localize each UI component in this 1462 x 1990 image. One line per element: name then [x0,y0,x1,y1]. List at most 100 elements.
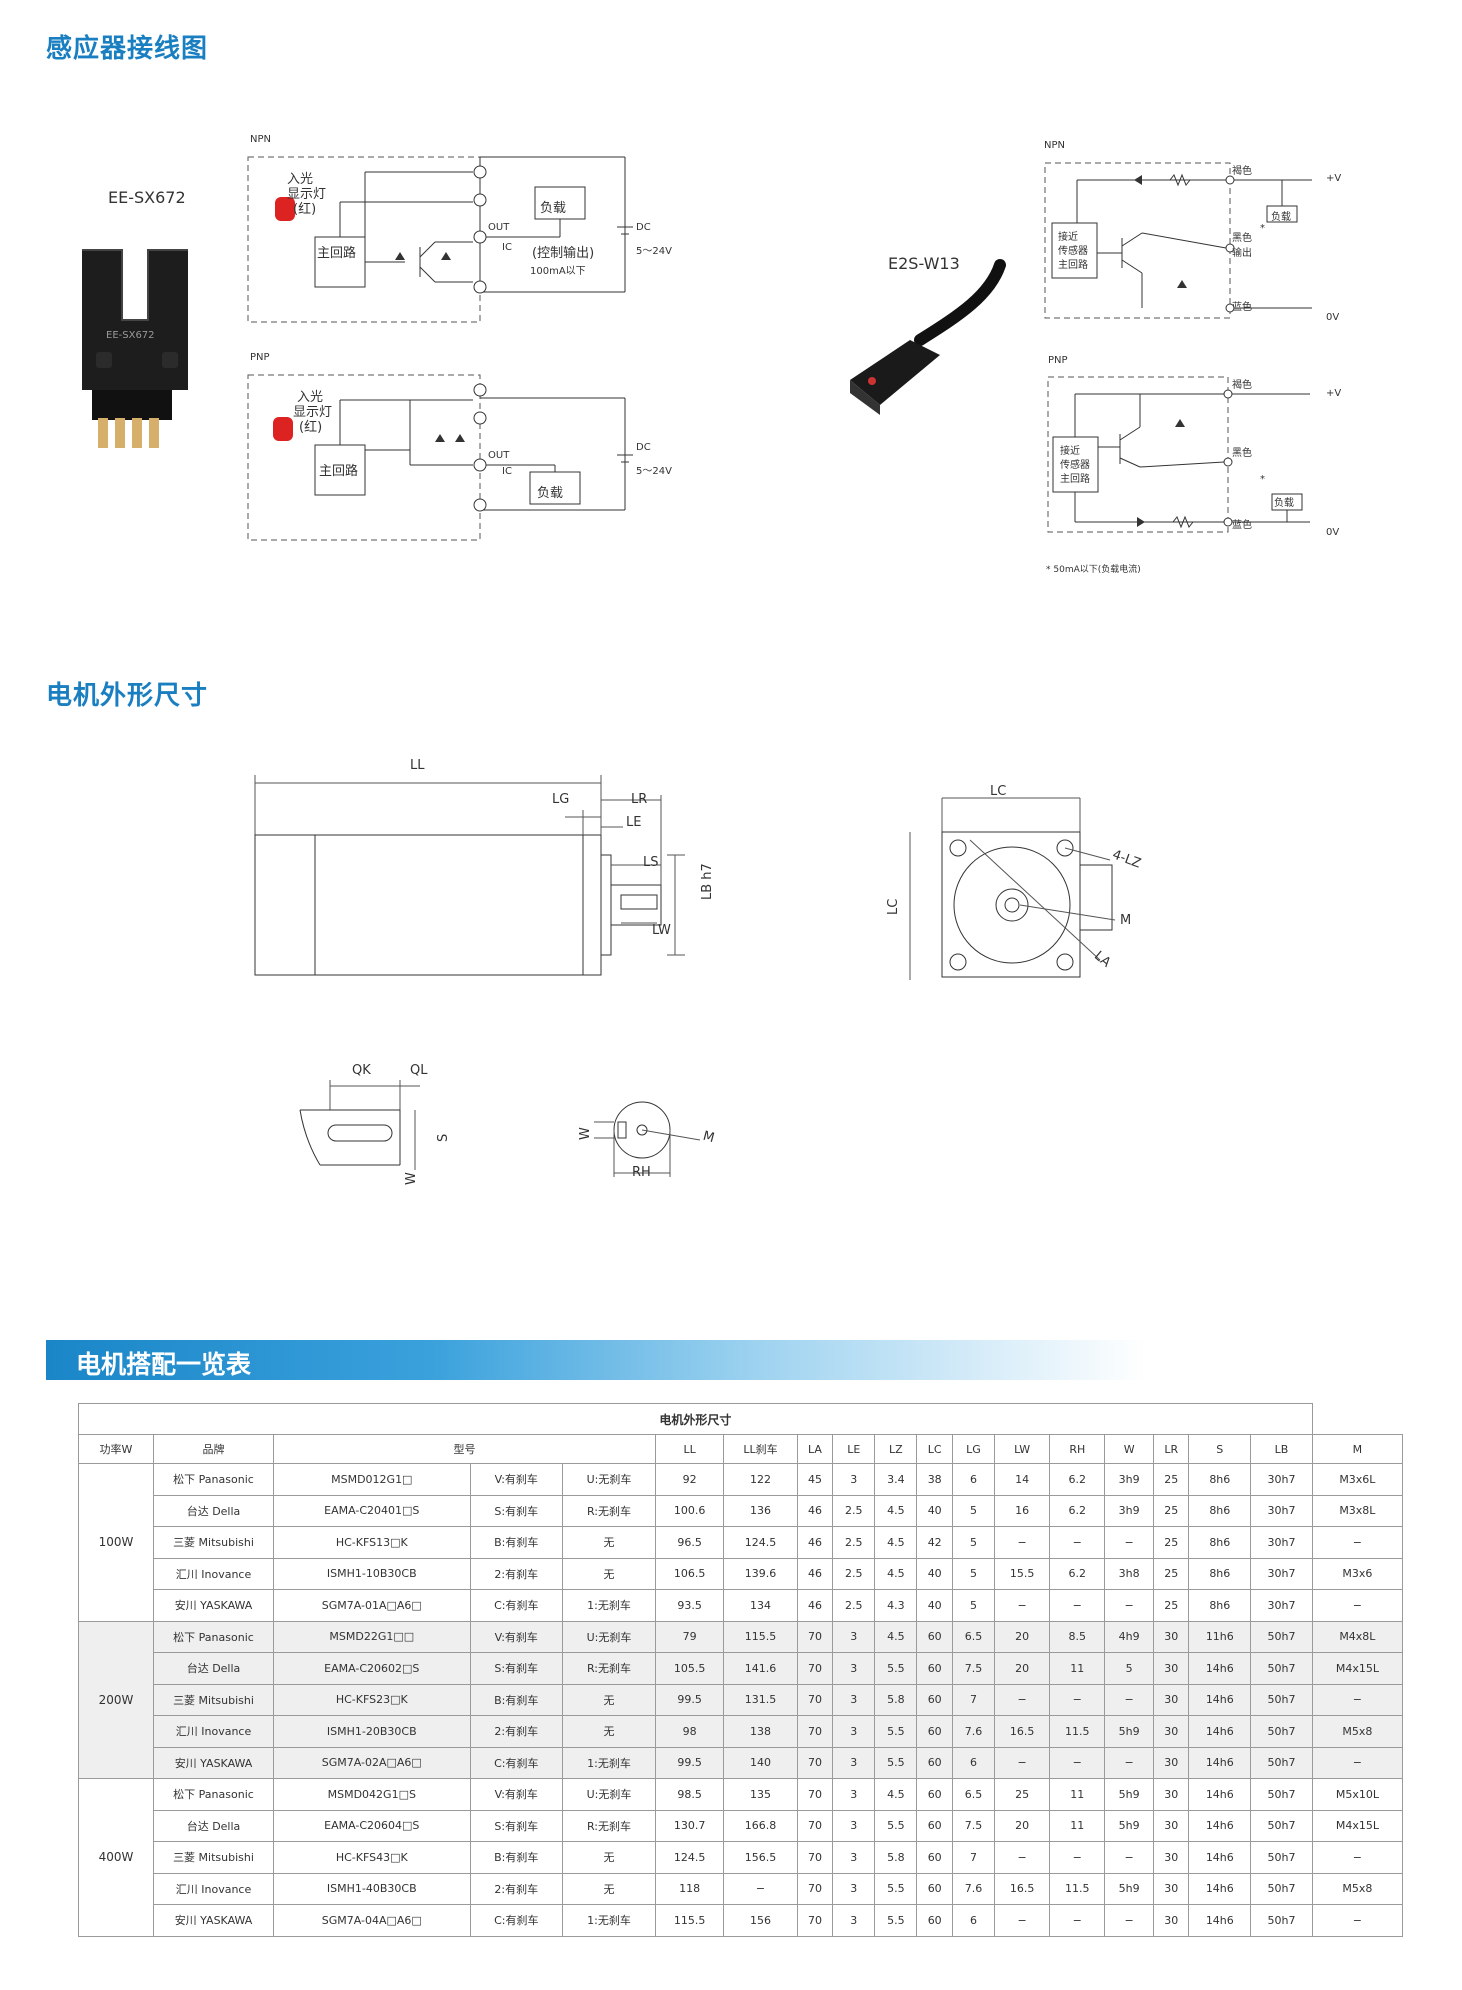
value-cell: 2.5 [832,1526,876,1559]
value-cell: − [1104,1746,1154,1779]
value-cell: 40 [916,1589,953,1622]
sensor1-pnp-led2: 显示灯 [293,405,333,420]
col-header: LR [1152,1434,1190,1464]
model-cell: B:有刹车 [469,1526,563,1559]
model-cell: 2:有刹车 [469,1557,563,1590]
value-cell: − [1049,1589,1106,1622]
sensor2-npn-main1: 接近 [1058,232,1078,243]
value-cell: 50h7 [1250,1778,1313,1811]
value-cell: 50h7 [1250,1904,1313,1937]
brand-cell: 三菱 Mitsubishi [153,1526,274,1559]
dim-W: W [404,1172,419,1185]
value-cell: 3h9 [1104,1494,1154,1527]
value-cell: 5 [951,1526,996,1559]
table-header-row: 功率W 品牌 型号 LL LL刹车 LA LE LZ LC LG LW RH W… [78,1434,1404,1464]
value-cell: 30h7 [1250,1589,1313,1622]
sensor2-npn-v: +V [1326,173,1342,184]
brand-cell: 安川 YASKAWA [153,1589,274,1622]
model-cell: SGM7A-02A□A6□ [273,1746,471,1779]
value-cell: M5x10L [1311,1778,1404,1811]
sensor1-npn-led: 入光 [287,172,314,187]
brand-cell: 安川 YASKAWA [153,1746,274,1779]
value-cell: 60 [916,1841,953,1874]
value-cell: 11 [1049,1809,1106,1842]
sensor2-npn-star: * [1260,223,1265,234]
value-cell: 8h6 [1188,1589,1252,1622]
value-cell: 134 [723,1589,798,1622]
value-cell: − [1049,1526,1106,1559]
value-cell: 25 [1152,1589,1190,1622]
model-cell: B:有刹车 [469,1683,563,1716]
sensor2-npn-output: 输出 [1232,248,1252,259]
value-cell: − [1049,1746,1106,1779]
value-cell: 3 [832,1620,876,1653]
value-cell: 124.5 [655,1841,725,1874]
value-cell: 30 [1152,1841,1190,1874]
value-cell: 5 [1104,1652,1154,1685]
sensor2-pnp-load: 负载 [1274,498,1294,509]
sensor1-pnp-ic: IC [502,466,512,477]
value-cell: 14 [994,1463,1051,1496]
value-cell: 5 [951,1557,996,1590]
brand-cell: 松下 Panasonic [153,1463,274,1496]
value-cell: 5.8 [874,1683,918,1716]
model-cell: R:无刹车 [561,1652,657,1685]
value-cell: 7 [951,1841,996,1874]
value-cell: 30h7 [1250,1557,1313,1590]
sensor1-pnp-main: 主回路 [319,464,359,479]
dim-QK: QK [352,1063,371,1078]
value-cell: 3 [832,1463,876,1496]
dim-LC-side: LC [886,898,901,915]
value-cell: 7.6 [951,1715,996,1748]
motor-front-view-drawing [909,797,1116,980]
value-cell: 6.5 [951,1620,996,1653]
col-header: 型号 [272,1434,657,1464]
value-cell: 30 [1152,1746,1190,1779]
value-cell: 70 [796,1652,834,1685]
value-cell: 4.5 [874,1526,918,1559]
value-cell: 30 [1152,1904,1190,1937]
value-cell: 46 [796,1557,834,1590]
value-cell: 60 [916,1715,953,1748]
sensor1-pnp-volt: 5～24V [636,466,672,477]
brand-cell: 汇川 Inovance [153,1872,274,1905]
sensor1-npn-current: 100mA以下 [530,266,586,277]
value-cell: 50h7 [1250,1809,1313,1842]
sensor1-npn-led2: 显示灯 [287,187,327,202]
value-cell: 30h7 [1250,1463,1313,1496]
model-cell: C:有刹车 [469,1904,563,1937]
model-cell: 1:无刹车 [561,1589,657,1622]
value-cell: 20 [994,1620,1051,1653]
value-cell: 3 [832,1715,876,1748]
value-cell: 40 [916,1557,953,1590]
motor-match-table: 电机外形尺寸 功率W 品牌 型号 LL LL刹车 LA LE LZ LC LG … [78,1403,1404,1937]
col-header: RH [1049,1434,1106,1464]
sensor1-pnp-dc: DC [636,442,651,453]
value-cell: 98 [655,1715,725,1748]
value-cell: 20 [994,1652,1051,1685]
value-cell: 11.5 [1049,1872,1106,1905]
value-cell: 7 [951,1683,996,1716]
model-cell: ISMH1-20B30CB [273,1715,471,1748]
value-cell: 60 [916,1746,953,1779]
value-cell: 138 [723,1715,798,1748]
value-cell: 122 [723,1463,798,1496]
dim-LL: LL [410,758,425,773]
sensor1-npn-out: OUT [488,222,510,233]
ee-sx672-print: EE-SX672 [106,330,155,341]
value-cell: 30 [1152,1652,1190,1685]
match-section-title: 电机搭配一览表 [76,1350,252,1379]
model-cell: 无 [561,1841,657,1874]
col-header: LC [916,1434,953,1464]
value-cell: − [994,1841,1051,1874]
shaft-key-drawing [299,1080,420,1170]
value-cell: M4x15L [1311,1652,1404,1685]
shaft-end-drawing [594,1101,701,1177]
value-cell: − [1104,1526,1154,1559]
sensor1-npn-ctrl: (控制输出) [532,246,595,261]
